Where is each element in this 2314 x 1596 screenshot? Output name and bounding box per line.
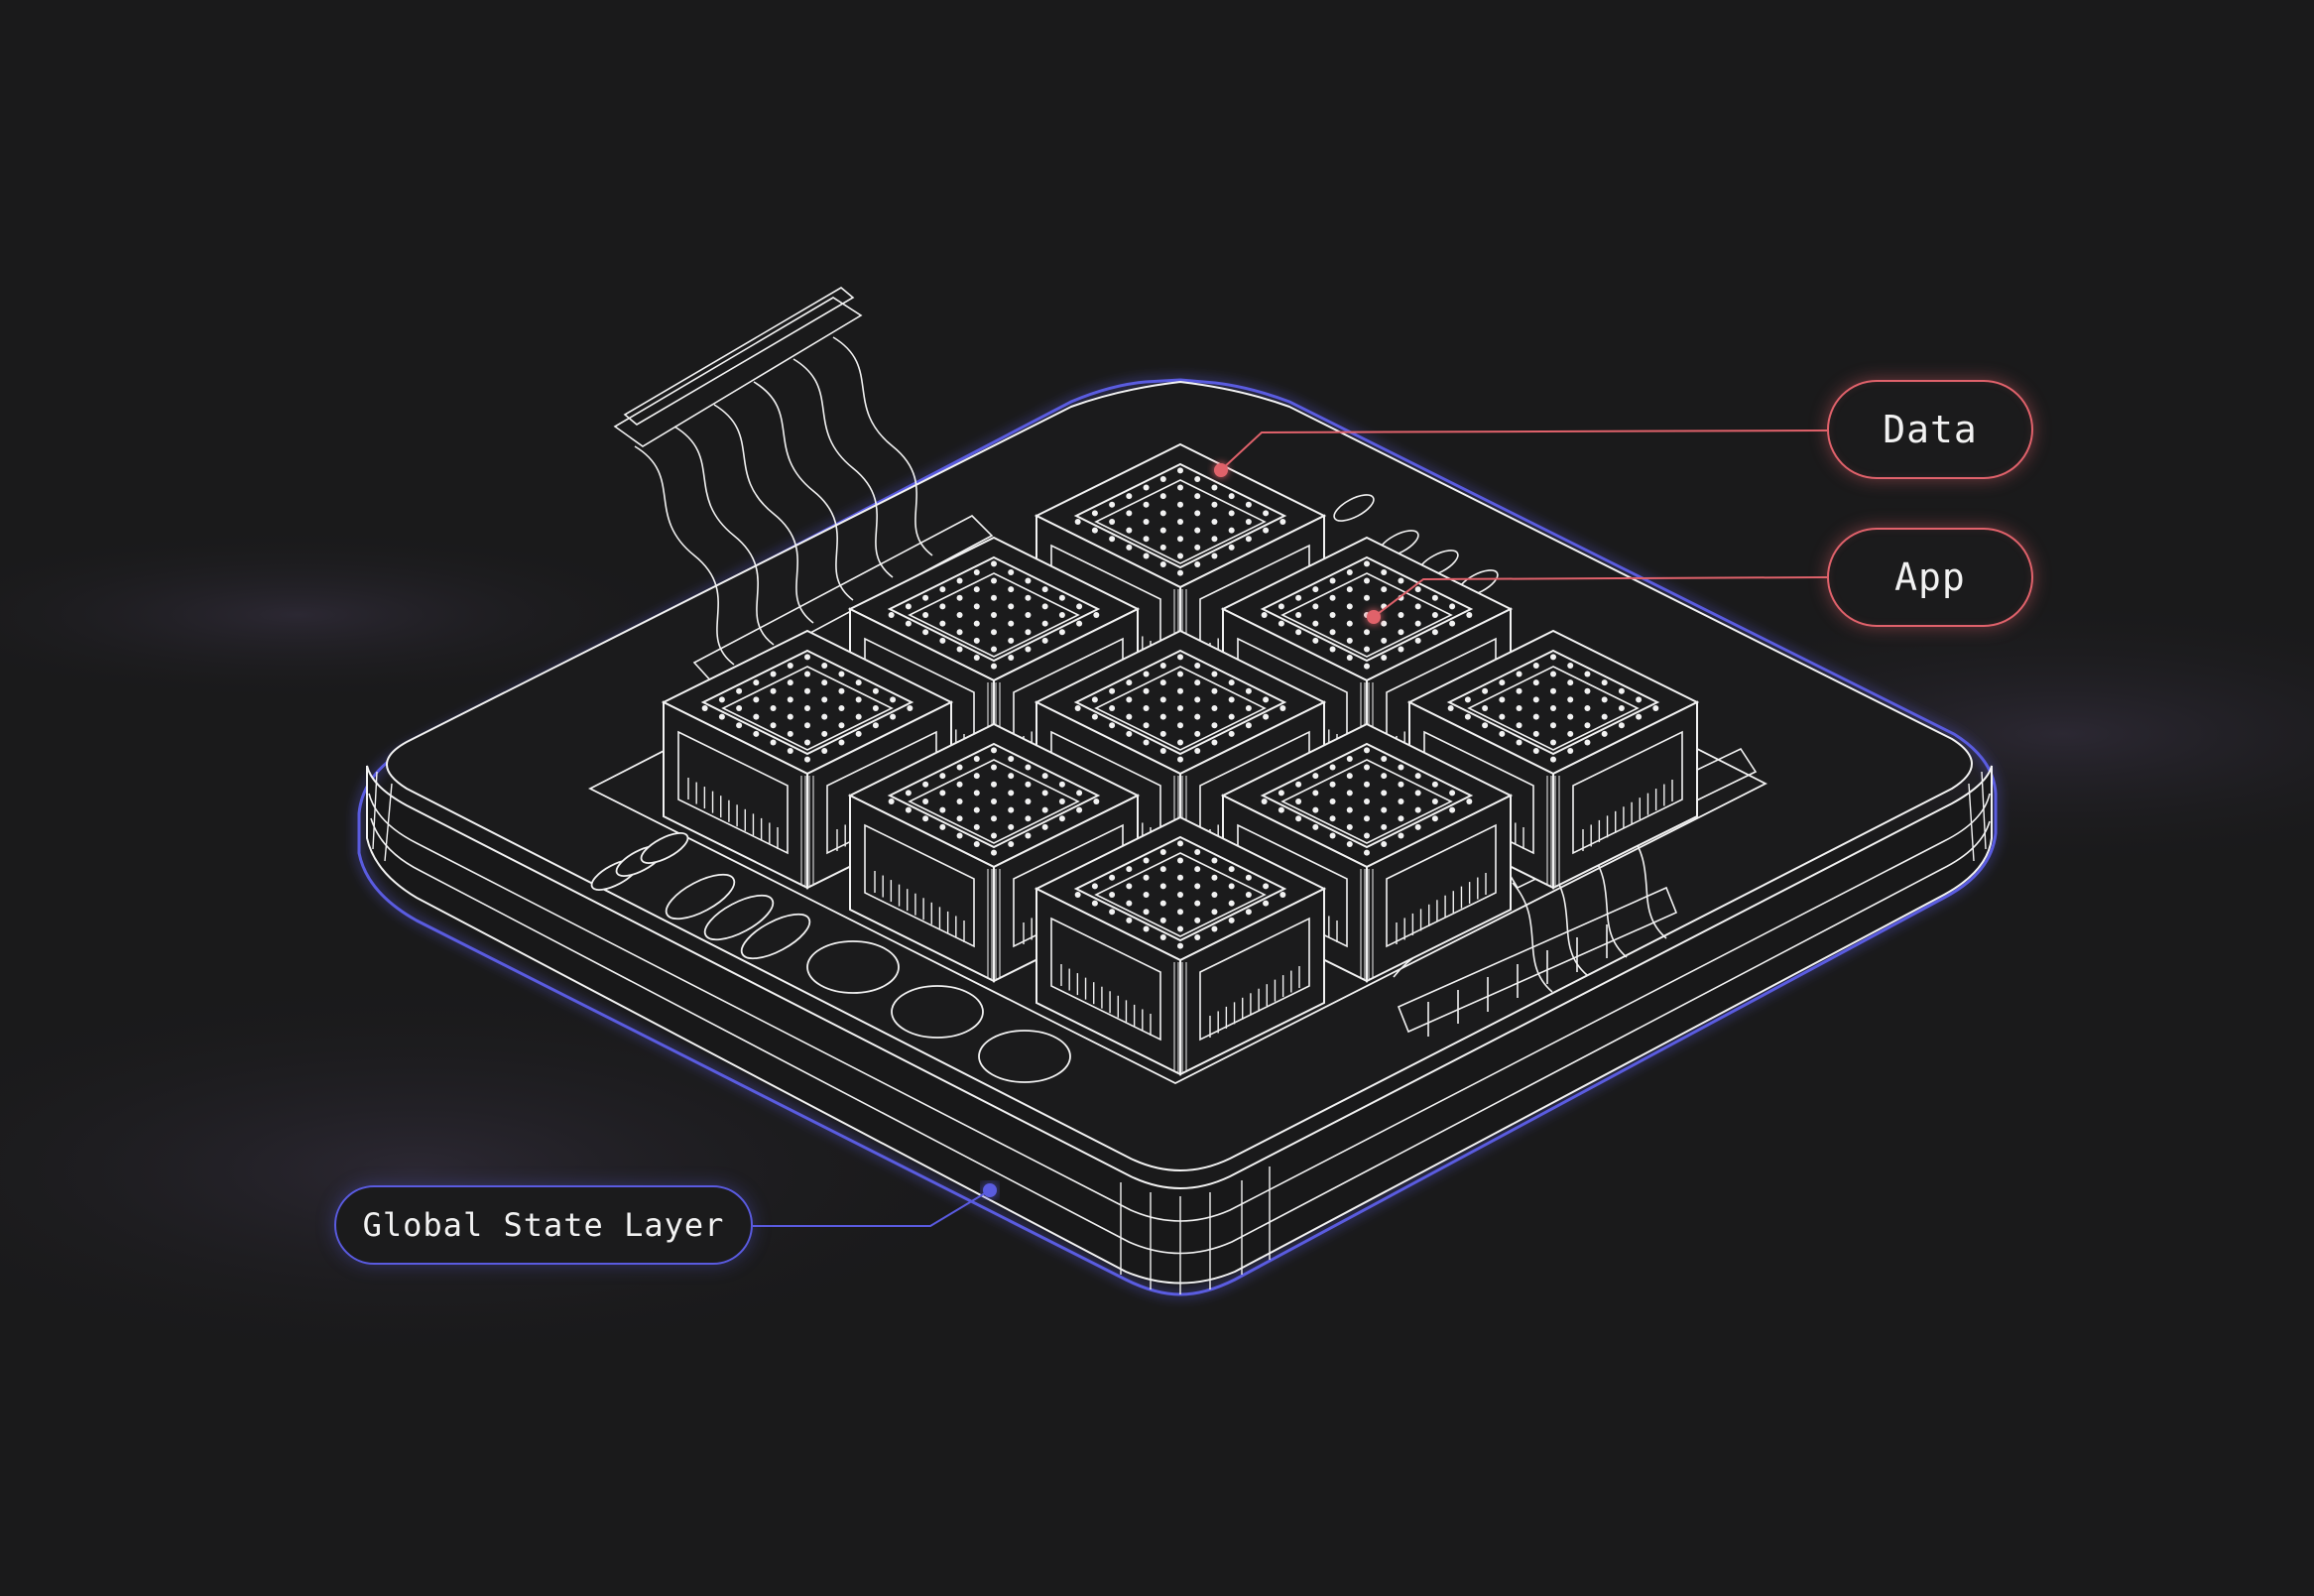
global-state-label-text: Global State Layer	[362, 1206, 725, 1244]
module-cube	[1220, 722, 1514, 983]
global-state-pointer-dot	[983, 1183, 997, 1197]
module-cube	[847, 722, 1141, 983]
app-pointer-dot	[1367, 610, 1381, 624]
module-cube	[661, 629, 954, 890]
global-state-label: Global State Layer	[334, 1185, 753, 1265]
data-pointer-dot	[1214, 463, 1228, 477]
background-haze-mid	[0, 526, 714, 704]
callout-lines	[753, 430, 1828, 1227]
background-haze-left	[0, 972, 1032, 1369]
app-label: App	[1827, 528, 2033, 627]
control-buttons	[590, 832, 1071, 1083]
data-label-text: Data	[1883, 408, 1978, 451]
module-cube	[1034, 815, 1327, 1076]
data-label: Data	[1827, 380, 2033, 479]
ribbon-cable-left	[613, 287, 994, 685]
app-label-text: App	[1894, 555, 1966, 599]
module-grid	[661, 442, 1700, 1076]
